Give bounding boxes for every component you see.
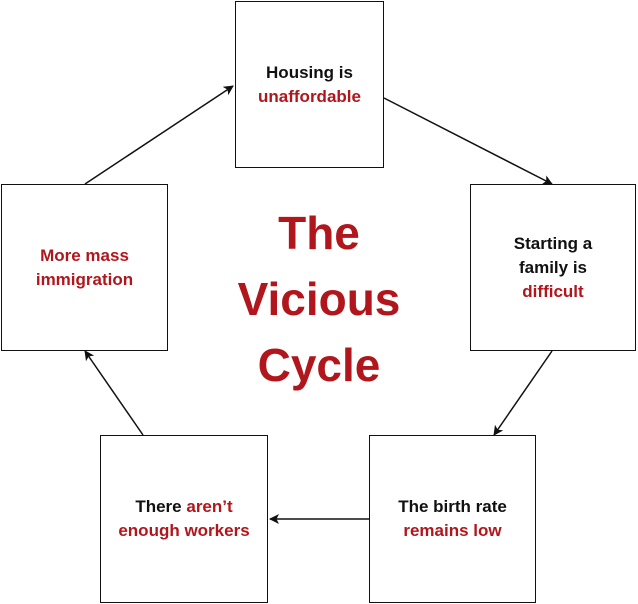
node-workers-highlight-2: enough workers (118, 521, 250, 540)
node-not-enough-workers: There aren’t enough workers (100, 435, 268, 603)
node-more-mass-immigration: More mass immigration (1, 184, 168, 351)
node-family-text-1: Starting a (513, 233, 593, 253)
node-housing-unaffordable: Housing is unaffordable (235, 1, 384, 168)
title-line-3: Cycle (257, 339, 381, 391)
node-family-text-2: family is (518, 257, 588, 277)
node-birth-rate-text: The birth rate (398, 497, 507, 516)
node-housing-text: Housing is (266, 62, 353, 82)
node-family-highlight: difficult (522, 281, 584, 301)
arrow-workers-to-immigration (84, 350, 144, 436)
arrow-immigration-to-housing (84, 85, 234, 185)
node-workers-highlight-1: aren’t (186, 497, 233, 516)
title-line-1: The (278, 207, 360, 259)
node-workers-text: There (135, 497, 187, 516)
node-immigration-highlight-2: immigration (35, 269, 134, 289)
title-line-2: Vicious (237, 273, 401, 325)
arrow-family-to-birth-rate (493, 350, 553, 436)
diagram-title: The Vicious Cycle (190, 200, 448, 398)
node-starting-family-difficult: Starting a family is difficult (470, 184, 636, 351)
node-immigration-highlight-1: More mass (40, 245, 129, 265)
node-birth-rate-low: The birth rate remains low (369, 435, 536, 603)
node-birth-rate-highlight: remains low (403, 521, 502, 540)
node-housing-highlight: unaffordable (258, 86, 361, 106)
arrow-housing-to-family (383, 97, 553, 185)
